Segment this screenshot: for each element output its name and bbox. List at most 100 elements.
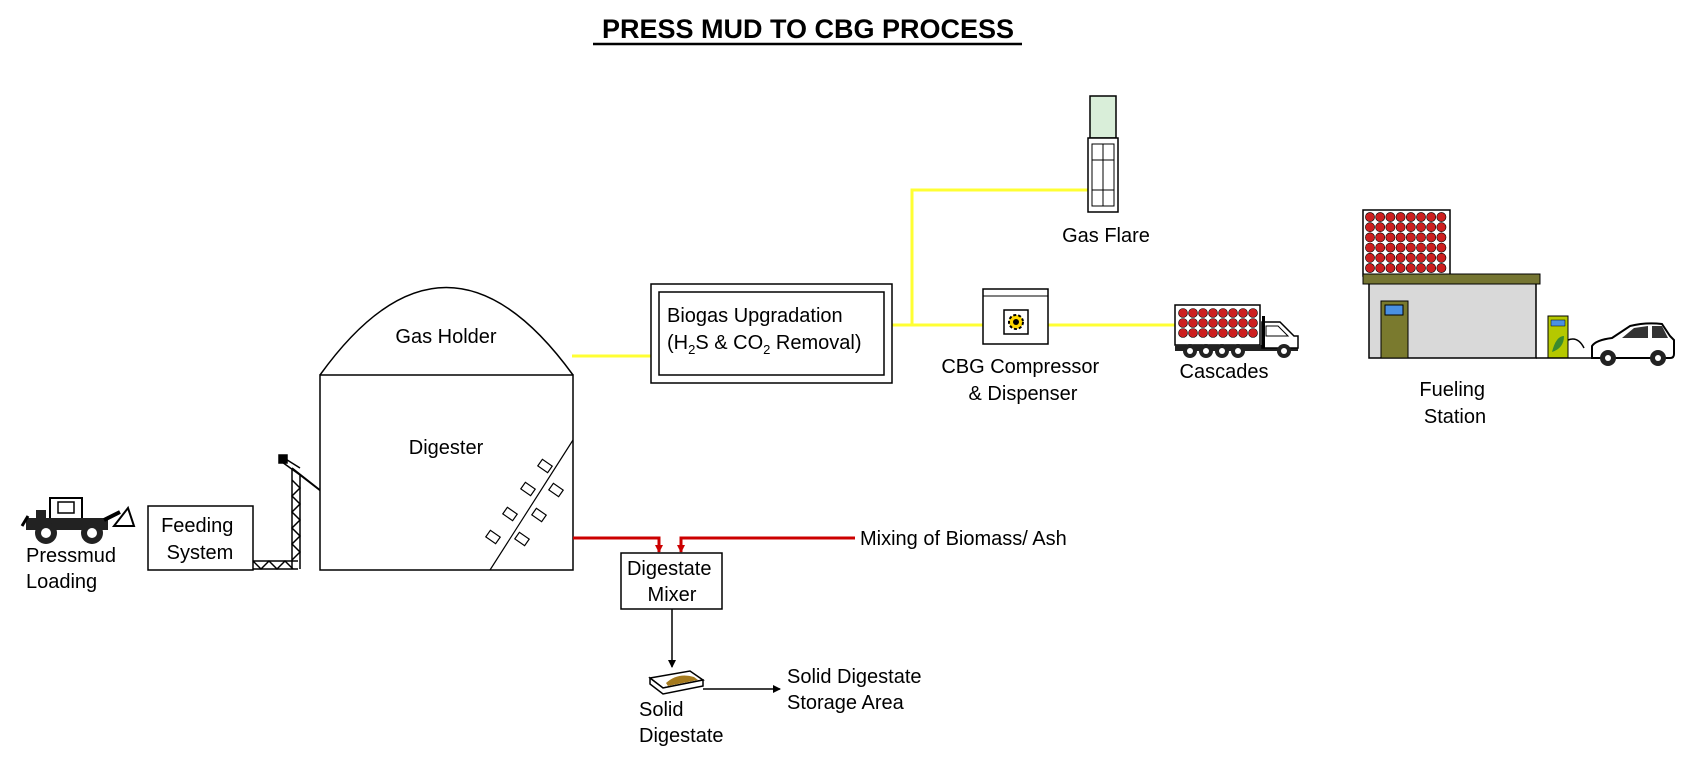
cascade-cylinder — [1238, 308, 1248, 318]
cascade-cylinder — [1198, 318, 1208, 328]
compressor-icon — [982, 288, 1049, 345]
cascade-cylinder — [1218, 328, 1228, 338]
cascade-cylinder — [1198, 308, 1208, 318]
station-cylinder — [1405, 252, 1416, 263]
station-cylinder — [1436, 263, 1447, 273]
station-cylinder — [1416, 212, 1426, 222]
station-cylinder — [1385, 222, 1396, 233]
cascade-cylinder — [1208, 328, 1218, 338]
station-cylinder — [1375, 242, 1386, 253]
station-cylinder — [1395, 232, 1406, 243]
loader-truck-icon — [20, 497, 136, 544]
digestate-tray-icon — [648, 670, 705, 695]
station-cylinder — [1426, 252, 1437, 263]
station-cylinder — [1426, 242, 1437, 253]
solid-digestate-label: Solid Digestate — [639, 699, 724, 747]
cbg-compressor-label: CBG Compressor & Dispenser — [941, 356, 1104, 405]
feeding-system-box — [147, 505, 254, 571]
station-cylinder — [1416, 263, 1426, 273]
cascade-cylinder — [1238, 318, 1248, 328]
cascade-cylinder — [1218, 308, 1228, 318]
cascade-cylinder — [1208, 318, 1218, 328]
cascade-cylinder — [1188, 308, 1198, 318]
cascade-cylinder — [1178, 308, 1188, 318]
digester-tank — [319, 374, 574, 571]
biogas-upgradation-label: Biogas Upgradation — [667, 305, 843, 327]
station-cylinder — [1416, 252, 1426, 263]
digester-label: Digester — [409, 437, 484, 459]
gas-holder-label: Gas Holder — [395, 326, 496, 348]
gas-dispenser-icon — [1536, 315, 1592, 359]
cascade-cylinder — [1198, 328, 1208, 338]
station-cylinder — [1385, 242, 1396, 253]
station-cylinder — [1405, 212, 1416, 222]
digestate-mixer-label: Digestate Mixer — [627, 558, 717, 606]
cascade-cylinder — [1188, 328, 1198, 338]
station-cylinder — [1375, 222, 1386, 233]
cascade-cylinder — [1238, 328, 1248, 338]
gas-flare-label: Gas Flare — [1062, 225, 1150, 247]
station-cylinder — [1395, 222, 1406, 233]
digestate-mixer-box — [620, 552, 723, 610]
page-title: PRESS MUD TO CBG PROCESS — [602, 14, 1014, 44]
station-cylinder — [1365, 232, 1375, 243]
station-cylinder — [1416, 242, 1426, 253]
station-cylinder — [1385, 263, 1396, 273]
cascade-cylinder — [1228, 328, 1238, 338]
cascade-cylinder — [1178, 318, 1188, 328]
cascade-cylinder — [1178, 328, 1188, 338]
station-cylinder — [1436, 212, 1447, 222]
station-cylinder — [1375, 212, 1386, 222]
cascade-cylinder — [1228, 308, 1238, 318]
storage-area-label: Solid Digestate Storage Area — [787, 666, 927, 714]
station-cylinder — [1385, 232, 1396, 243]
station-cylinder — [1365, 263, 1375, 273]
cascade-cylinder — [1248, 308, 1258, 318]
fueling-station-icon — [1362, 209, 1541, 359]
station-cylinder — [1426, 212, 1437, 222]
station-cylinder — [1436, 252, 1447, 263]
station-cylinder — [1416, 222, 1426, 233]
car-icon — [1591, 322, 1675, 366]
cascade-cylinder — [1248, 328, 1258, 338]
cascade-cylinder — [1208, 308, 1218, 318]
station-cylinder — [1375, 232, 1386, 243]
cascade-truck-icon — [1174, 304, 1299, 358]
station-cylinder — [1365, 222, 1375, 233]
cascades-label: Cascades — [1180, 361, 1269, 383]
station-cylinder — [1436, 232, 1447, 243]
digester-baffle — [484, 439, 574, 571]
station-cylinder — [1395, 252, 1406, 263]
station-cylinder — [1405, 222, 1416, 233]
feeding-system-label: Feeding System — [161, 515, 239, 564]
station-cylinder — [1365, 212, 1375, 222]
station-cylinder — [1365, 252, 1375, 263]
digestate-pipeline — [573, 536, 855, 553]
station-cylinder — [1395, 263, 1406, 273]
station-cylinder — [1416, 232, 1426, 243]
station-cylinder — [1395, 212, 1406, 222]
station-cylinder — [1395, 242, 1406, 253]
fueling-station-label: Fueling Station — [1419, 379, 1490, 428]
cascade-cylinder — [1228, 318, 1238, 328]
station-cylinder — [1375, 263, 1386, 273]
station-cylinder — [1436, 222, 1447, 233]
station-cylinder — [1405, 263, 1416, 273]
station-cylinder — [1436, 242, 1447, 253]
biogas-upgradation-inner — [658, 291, 885, 376]
biogas-upgradation-sublabel: (H2S & CO2 Removal) — [667, 332, 862, 357]
station-cylinder — [1426, 222, 1437, 233]
gas-flare-icon — [1087, 95, 1119, 213]
mixing-input-label: Mixing of Biomass/ Ash — [860, 528, 1067, 550]
station-cylinder — [1365, 242, 1375, 253]
station-cylinder — [1385, 252, 1396, 263]
station-cylinder — [1405, 242, 1416, 253]
cascade-cylinder — [1248, 318, 1258, 328]
station-cylinder — [1405, 232, 1416, 243]
gas-holder-dome — [319, 286, 574, 376]
cascade-cylinder — [1188, 318, 1198, 328]
gas-pipeline — [572, 188, 1175, 358]
station-cylinder — [1385, 212, 1396, 222]
station-cylinder — [1426, 263, 1437, 273]
